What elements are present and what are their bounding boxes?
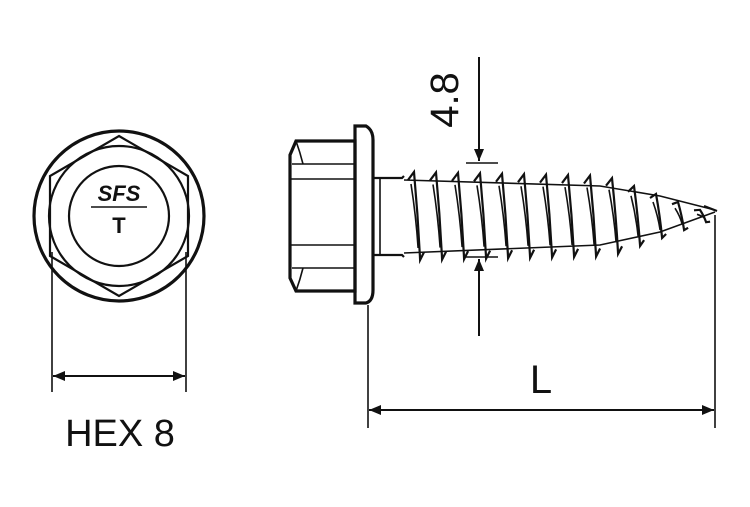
thread-shade xyxy=(696,213,705,219)
hex-dimension: HEX 8 xyxy=(51,252,187,455)
thread-shade xyxy=(410,183,419,249)
head-face-circle xyxy=(67,164,171,268)
thread-shade xyxy=(432,184,441,248)
diameter-label: 4.8 xyxy=(423,72,467,128)
thread-crest xyxy=(539,171,558,262)
thread-shade xyxy=(586,187,595,245)
thread-crest xyxy=(495,170,514,263)
length-dimension: L xyxy=(367,215,716,428)
thread-crest xyxy=(583,172,602,261)
length-label: L xyxy=(530,358,552,402)
thread-shade xyxy=(564,186,573,245)
diameter-dimension: 4.8 xyxy=(423,57,498,336)
washer-flange xyxy=(353,124,375,305)
thread-shade xyxy=(542,186,551,246)
hex-head-chamfer-top xyxy=(295,140,304,165)
head-top-view: SFS T xyxy=(32,129,206,303)
thread-shade xyxy=(674,207,683,225)
head-brand-mark: SFS xyxy=(98,181,141,206)
thread-crest xyxy=(429,169,448,264)
shank xyxy=(373,175,405,258)
thread-crest xyxy=(451,169,470,264)
head-letter-mark: T xyxy=(112,213,126,238)
thread-crest xyxy=(517,171,536,263)
thread-crest xyxy=(693,208,711,224)
thread-root-top xyxy=(403,179,716,211)
screw-tip xyxy=(703,204,718,213)
thread-shade xyxy=(476,185,485,247)
thread-root-bottom xyxy=(403,211,716,254)
thread-shade xyxy=(608,189,617,243)
thread-crest xyxy=(561,172,580,262)
thread-crests xyxy=(407,169,711,265)
thread-crest xyxy=(671,200,689,232)
thread-crest xyxy=(473,170,492,263)
thread-shade xyxy=(630,195,639,237)
hex-head-chamfer-bottom xyxy=(295,267,304,292)
thread-shade xyxy=(454,184,463,248)
screw-side-view xyxy=(288,124,718,305)
thread-shade xyxy=(520,186,529,246)
hex-outline xyxy=(48,134,190,298)
thread-crest xyxy=(407,169,426,265)
thread-crest xyxy=(649,192,667,241)
thread-shade xyxy=(498,185,507,247)
thread-crest xyxy=(605,175,624,258)
thread-crest xyxy=(627,183,646,250)
thread-shade xyxy=(652,201,661,231)
washer-outer-circle xyxy=(32,129,206,303)
hex-size-label: HEX 8 xyxy=(65,413,175,455)
